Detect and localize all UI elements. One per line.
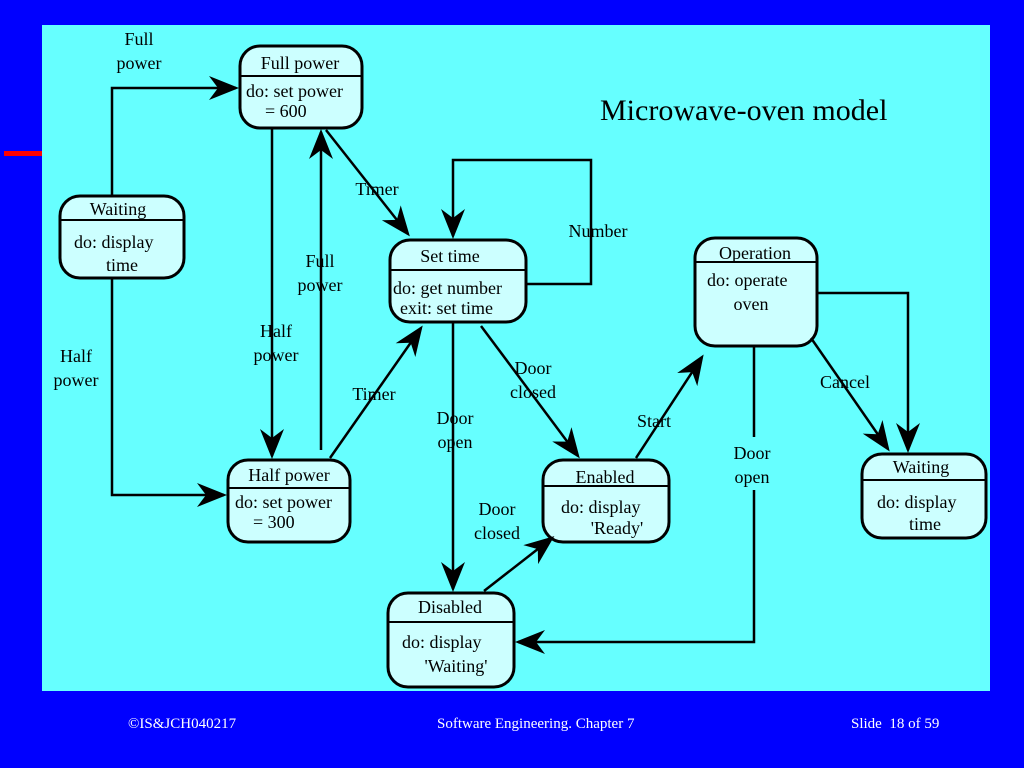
footer-copyright: ©IS&JCH040217: [128, 716, 237, 732]
label-timer-top: Timer: [355, 179, 398, 199]
state-operation[interactable]: Operation do: operate oven: [693, 236, 819, 348]
state-waiting-left[interactable]: Waiting do: display time: [58, 194, 186, 280]
state-activity: = 600: [265, 101, 307, 121]
transition-enabled-to-operation: [634, 354, 704, 459]
label-door-open-right: Door: [734, 443, 771, 463]
label-cancel: Cancel: [820, 372, 870, 392]
state-activity: = 300: [253, 512, 295, 532]
label-door-open-mid: Door: [437, 408, 474, 428]
slide-panel: [42, 25, 990, 691]
state-activity: do: display: [402, 632, 482, 652]
state-name: Set time: [420, 246, 480, 266]
label-number: Number: [569, 221, 628, 241]
transition-operation-cancel: [809, 337, 890, 452]
state-waiting-right[interactable]: Waiting do: display time: [860, 452, 988, 540]
state-name: Waiting: [90, 199, 147, 219]
state-activity: do: display: [877, 492, 957, 512]
state-name: Waiting: [893, 457, 950, 477]
state-activity: oven: [734, 294, 769, 314]
label-door-closed-bottom: closed: [474, 523, 520, 543]
label-full-power-mid: power: [298, 275, 343, 295]
state-full-power[interactable]: Full power do: set power = 600: [238, 44, 364, 130]
state-activity: do: set power: [235, 492, 332, 512]
label-door-closed-top: closed: [510, 382, 556, 402]
transition-operation-to-disabled-lower: [515, 490, 756, 654]
label-full-power-top: Full: [124, 29, 153, 49]
state-disabled[interactable]: Disabled do: display 'Waiting': [386, 591, 516, 689]
state-name: Operation: [719, 243, 791, 263]
state-activity: do: set power: [246, 81, 343, 101]
state-name: Enabled: [576, 467, 635, 487]
state-name: Disabled: [418, 597, 482, 617]
label-half-power-left: power: [54, 370, 99, 390]
state-name: Full power: [261, 53, 340, 73]
label-timer-bottom: Timer: [352, 384, 395, 404]
label-full-power-top: power: [117, 53, 162, 73]
state-activity: do: get number: [393, 278, 502, 298]
red-accent-mark: [4, 151, 42, 156]
label-door-closed-bottom: Door: [479, 499, 516, 519]
label-door-closed-top: Door: [515, 358, 552, 378]
transition-waiting-to-half-power: [110, 278, 227, 507]
transition-number-loop: [441, 158, 593, 286]
state-activity: 'Ready': [591, 518, 643, 538]
state-activity: do: display: [74, 232, 154, 252]
state-set-time[interactable]: Set time do: get number exit: set time: [388, 238, 528, 324]
state-half-power[interactable]: Half power do: set power = 300: [226, 458, 352, 544]
state-activity: time: [106, 255, 138, 275]
transition-waiting-to-full-power: [110, 76, 239, 196]
footer-course: Software Engineering. Chapter 7: [437, 716, 635, 732]
label-half-power-mid: power: [254, 345, 299, 365]
transition-half-power-to-set-time: [328, 325, 423, 459]
state-enabled[interactable]: Enabled do: display 'Ready': [541, 458, 671, 544]
transition-operation-to-waiting: [817, 291, 920, 453]
label-door-open-mid: open: [438, 432, 473, 452]
state-activity: do: display: [561, 497, 641, 517]
transition-set-time-to-enabled: [479, 325, 580, 459]
state-activity: do: operate: [707, 270, 787, 290]
transition-full-power-to-set-time: [325, 129, 410, 237]
footer-slide-number: Slide 18 of 59: [851, 716, 940, 732]
state-activity: exit: set time: [400, 298, 493, 318]
label-full-power-mid: Full: [305, 251, 334, 271]
transition-disabled-to-enabled: [483, 536, 555, 592]
label-half-power-mid: Half: [260, 321, 292, 341]
state-activity: time: [909, 514, 941, 534]
label-door-open-right: open: [735, 467, 770, 487]
label-start: Start: [637, 411, 671, 431]
state-name: Half power: [248, 465, 329, 485]
label-half-power-left: Half: [60, 346, 92, 366]
state-activity: 'Waiting': [424, 656, 487, 676]
diagram-title: Microwave-oven model: [600, 94, 887, 127]
